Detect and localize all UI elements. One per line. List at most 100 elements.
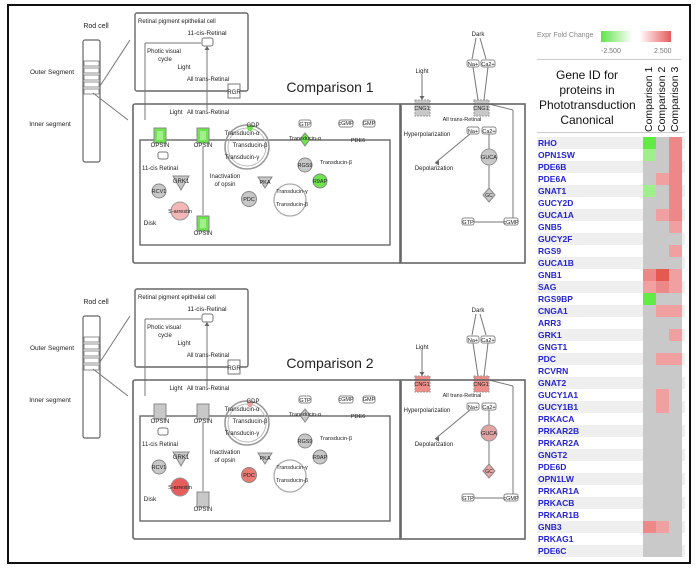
gene-link[interactable]: GUCY1B1 [538, 402, 579, 412]
table-row: GNGT2 [537, 449, 685, 461]
gene-link[interactable]: PDE6C [538, 546, 567, 556]
table-row: GRK1 [537, 329, 685, 341]
heatmap-cell [669, 425, 682, 437]
photic-cycle-label: Photic visual [147, 325, 181, 331]
gene-link[interactable]: GNGT1 [538, 342, 568, 352]
heatmap-cell [643, 509, 656, 521]
disk-band [83, 88, 100, 95]
dark-label: Dark [472, 32, 486, 38]
gene-link[interactable]: PDE6B [538, 162, 567, 172]
heatmap-cell [656, 257, 669, 269]
gene-link[interactable]: ARR3 [538, 318, 562, 328]
gene-link[interactable]: PRKAG1 [538, 534, 574, 544]
gene-link[interactable]: RGS9BP [538, 294, 573, 304]
gene-link[interactable]: PRKAR2A [538, 438, 580, 448]
heatmap-cell [656, 317, 669, 329]
gene-link[interactable]: GUCA1B [538, 258, 574, 268]
photic-cycle-label: cycle [158, 333, 172, 339]
gene-link[interactable]: PRKACA [538, 414, 575, 424]
heatmap-cell [643, 365, 656, 377]
table-row: GNGT1 [537, 341, 685, 353]
table-row: PDE6A [537, 173, 685, 185]
gene-link[interactable]: PDC [538, 354, 556, 364]
heatmap-cell [669, 293, 682, 305]
r9ap-label: R9AP [313, 179, 328, 185]
pde6-label: PDE6 [351, 138, 365, 144]
heatmap-cell [643, 317, 656, 329]
heatmap-cell [669, 353, 682, 365]
na-label: Na+ [468, 338, 478, 344]
heatmap-cell [643, 221, 656, 233]
gdp-label: GDP [246, 123, 259, 129]
connector [488, 379, 514, 387]
gene-link[interactable]: SAG [538, 282, 557, 292]
gene-link[interactable]: PDE6D [538, 462, 567, 472]
transducin-alpha-label: Transducin-α [225, 131, 260, 137]
cis-retinal-label: 11-cis-Retinal [187, 306, 227, 313]
outer-segment-label: Outer Segment [30, 69, 74, 76]
heatmap-cell [643, 401, 656, 413]
heatmap-cell [669, 173, 682, 185]
gene-link[interactable]: GUCY2F [538, 234, 573, 244]
connector [472, 342, 479, 377]
gene-link[interactable]: GRK1 [538, 330, 562, 340]
comparison-title: Comparison 2 [286, 355, 373, 371]
connector [434, 409, 471, 440]
heatmap-cell [669, 281, 682, 293]
heatmap-cell [656, 413, 669, 425]
pdc-node [241, 467, 257, 483]
heatmap-cell [656, 305, 669, 317]
heatmap-cell [656, 269, 669, 281]
transducin-complex [224, 124, 270, 170]
cgmp-label: cGMP [338, 397, 354, 403]
gene-link[interactable]: OPN1LW [538, 474, 574, 484]
heatmap-cell [669, 545, 682, 557]
heatmap-cell [669, 533, 682, 545]
cgmp-label: cGMP [503, 496, 519, 502]
gene-link[interactable]: PDE6A [538, 174, 567, 184]
gene-link[interactable]: RHO [538, 138, 557, 148]
disk-band [83, 357, 100, 364]
gene-link[interactable]: PRKAR1B [538, 510, 580, 520]
outer-segment-label: Outer Segment [30, 345, 74, 352]
pka-node [257, 452, 273, 465]
arrowhead [435, 160, 439, 166]
gene-link[interactable]: GNB5 [538, 222, 562, 232]
inactivation-label: of opsin [214, 458, 235, 464]
gene-link[interactable]: PRKACB [538, 498, 575, 508]
gene-link[interactable]: GNB3 [538, 522, 562, 532]
gene-link[interactable]: GUCY1A1 [538, 390, 579, 400]
guca-node [480, 424, 498, 442]
gene-link[interactable]: RGS9 [538, 246, 562, 256]
cis-retinal-label: 11-cis-Retinal [187, 30, 227, 37]
opsin-node-inner [157, 131, 163, 140]
heatmap-cell [643, 137, 656, 149]
table-row: RGS9 [537, 245, 685, 257]
gene-link[interactable]: CNGA1 [538, 306, 568, 316]
gene-link[interactable]: OPN1SW [538, 150, 575, 160]
connector [488, 103, 514, 111]
heatmap-cell [643, 161, 656, 173]
gene-link[interactable]: PRKAR2B [538, 426, 580, 436]
heatmap-cell [669, 137, 682, 149]
s-arrestin-label: S-arrestin [168, 209, 192, 215]
heatmap-cell [656, 485, 669, 497]
transducin-alpha-label: Transducin-α [289, 136, 322, 142]
transducin-alpha-node [299, 132, 311, 147]
gene-link[interactable]: GNAT2 [538, 378, 567, 388]
gene-link[interactable]: PRKAR1A [538, 486, 580, 496]
gene-link[interactable]: GNAT1 [538, 186, 567, 196]
gene-link[interactable]: RCVRN [538, 366, 569, 376]
na-label: Na+ [468, 62, 478, 68]
gene-link[interactable]: GNGT2 [538, 450, 568, 460]
outer-segment-box [132, 379, 402, 540]
gene-link[interactable]: GUCA1A [538, 210, 574, 220]
heatmap-cell [669, 161, 682, 173]
gene-link[interactable]: GNB1 [538, 270, 562, 280]
heatmap-cell [656, 377, 669, 389]
guca-label: GUCA [481, 155, 497, 161]
table-row: GUCY2F [537, 233, 685, 245]
opsin-node-inner [200, 407, 206, 416]
gtp-label: GTP [462, 220, 474, 226]
gene-link[interactable]: GUCY2D [538, 198, 574, 208]
